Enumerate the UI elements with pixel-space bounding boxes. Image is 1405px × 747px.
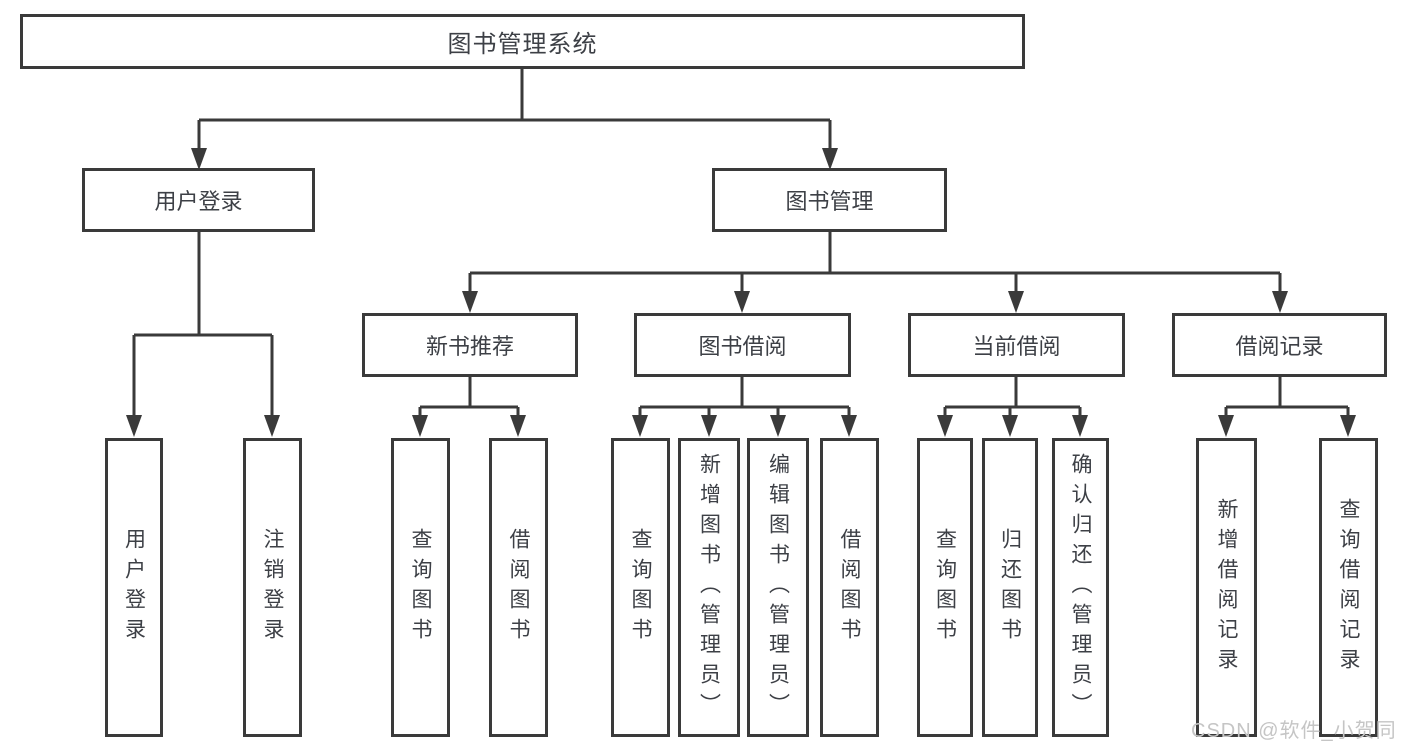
leaf-newbooks-query: 查询图书 [391, 438, 450, 737]
node-new-books: 新书推荐 [362, 313, 578, 377]
connector-borrow-records-children [1218, 377, 1356, 437]
connector-new-books-children [412, 377, 526, 437]
leaf-user-login: 用户登录 [105, 438, 163, 737]
leaf-bookborrow-query: 查询图书 [611, 438, 670, 737]
connector-user-login-children [126, 232, 280, 437]
connector-book-borrow-children [632, 377, 857, 437]
leaf-bookborrow-edit-admin: 编辑图书（管理员） [747, 438, 809, 737]
leaf-currentborrow-query: 查询图书 [917, 438, 973, 737]
node-system-root: 图书管理系统 [20, 14, 1025, 69]
node-borrow-records: 借阅记录 [1172, 313, 1387, 377]
node-book-borrow: 图书借阅 [634, 313, 851, 377]
leaf-bookborrow-add-admin: 新增图书（管理员） [678, 438, 740, 737]
leaf-bookborrow-borrow: 借阅图书 [820, 438, 879, 737]
leaf-logout: 注销登录 [243, 438, 302, 737]
leaf-currentborrow-confirm-admin: 确认归还（管理员） [1052, 438, 1109, 737]
leaf-records-query: 查询借阅记录 [1319, 438, 1378, 737]
connector-current-borrow-children [937, 377, 1088, 437]
leaf-records-add: 新增借阅记录 [1196, 438, 1257, 737]
connector-root-to-modules [191, 69, 838, 170]
node-current-borrow: 当前借阅 [908, 313, 1125, 377]
node-user-login-module: 用户登录 [82, 168, 315, 232]
leaf-newbooks-borrow: 借阅图书 [489, 438, 548, 737]
csdn-watermark: CSDN @软件_小贺同学 [1191, 720, 1397, 742]
leaf-currentborrow-return: 归还图书 [982, 438, 1038, 737]
node-book-mgmt-module: 图书管理 [712, 168, 947, 232]
connector-book-mgmt-children [462, 232, 1288, 313]
